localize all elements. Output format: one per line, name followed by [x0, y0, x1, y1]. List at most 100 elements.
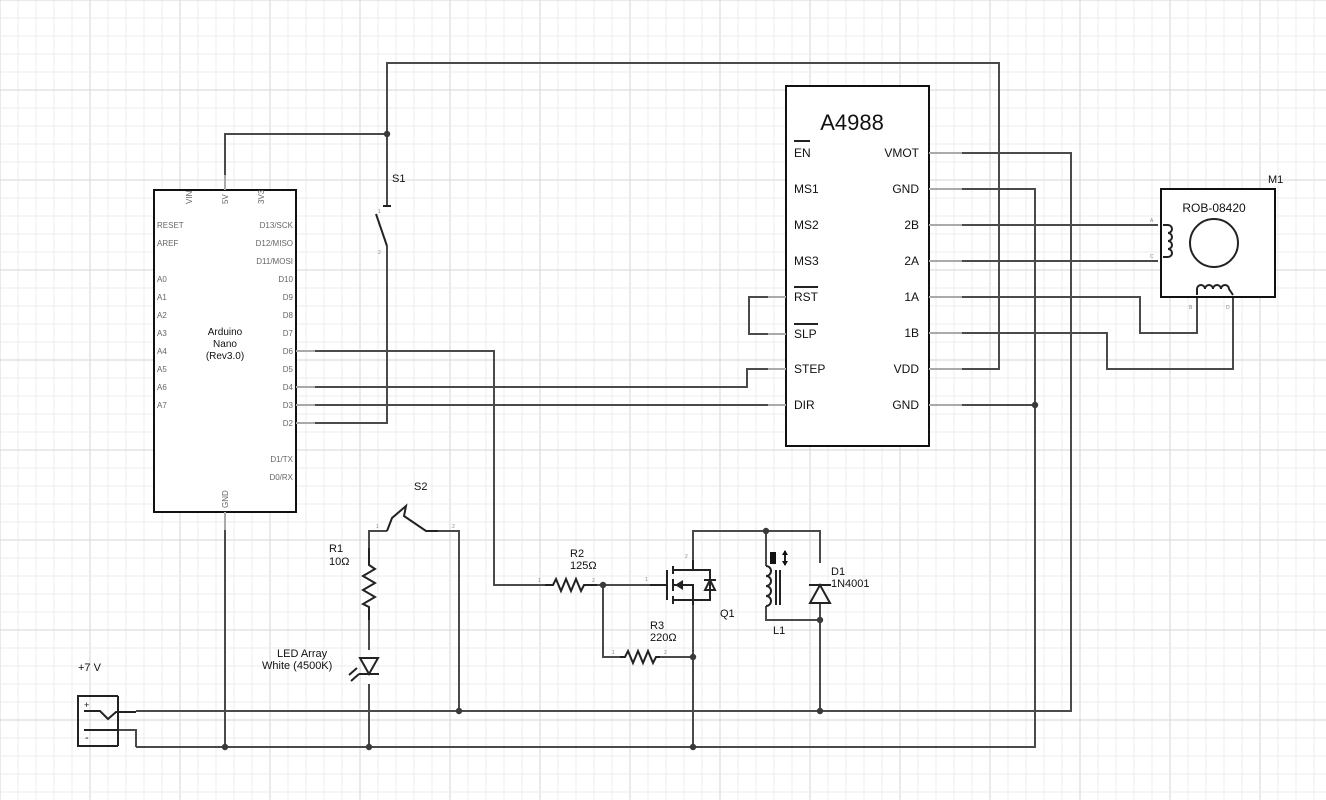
q1-arrow: [675, 580, 683, 590]
arduino-pin-a5: A5: [157, 365, 167, 374]
a4988-pin-1a-4: 1A: [904, 290, 919, 304]
arduino-pin-a3: A3: [157, 329, 167, 338]
r1-zigzag: [360, 548, 377, 620]
s1-lever: [375, 213, 388, 247]
wire-q1-drain: [692, 530, 821, 563]
motor-ref: M1: [1268, 174, 1283, 186]
led-label-1: LED Array: [277, 648, 328, 660]
a4988-pin-slp: SLP: [794, 327, 817, 341]
junction: [762, 527, 770, 535]
l1-plunger: [770, 552, 776, 564]
a4988-pin-1b-5: 1B: [904, 326, 919, 340]
q1-ref: Q1: [720, 608, 735, 620]
arduino-pin-a7: A7: [157, 401, 167, 410]
mosfet-q1: Q1 1 2: [645, 554, 735, 620]
wire-supply-gnd: [118, 729, 137, 747]
a4988-title: A4988: [820, 110, 884, 135]
arduino-pin-a6: A6: [157, 383, 167, 392]
a4988-pin-vdd-6: VDD: [894, 362, 920, 376]
solenoid-l1: L1: [765, 550, 788, 637]
led-label-2: White (4500K): [262, 660, 332, 672]
s2-pin-2: 2: [452, 524, 455, 530]
a4988-pin-2b-2: 2B: [904, 218, 919, 232]
r3-value: 220Ω: [650, 632, 677, 644]
s1-pin-2: 2: [378, 250, 381, 256]
junction: [365, 743, 373, 751]
a4988-pin-rst: RST: [794, 290, 819, 304]
l1-arrow-down: [782, 561, 788, 566]
wire-d4-step: [296, 368, 786, 388]
arduino-pin-d2: D2: [283, 419, 294, 428]
junction: [1031, 401, 1039, 409]
motor-pin-c: C: [1150, 254, 1154, 260]
a4988-pin-2a-3: 2A: [904, 254, 919, 268]
r3-zigzag: [620, 648, 660, 666]
arduino-pin-gnd: GND: [221, 490, 230, 508]
wire-s2-right: [438, 530, 460, 711]
junction: [689, 653, 697, 661]
r3-pin-1: 1: [612, 650, 615, 656]
r2-ref: R2: [570, 548, 584, 560]
wire-r3: [602, 585, 620, 658]
s2-pin-1: 1: [376, 524, 379, 530]
wire-1a: [928, 296, 1198, 334]
a4988-pin-en: EN: [794, 146, 811, 160]
arduino-pin-d3: D3: [283, 401, 294, 410]
supply-minus: -: [85, 732, 89, 744]
d1-triangle: [808, 582, 832, 604]
a4988-body: [785, 85, 930, 447]
junction: [455, 707, 463, 715]
arduino-pin-d8: D8: [283, 311, 294, 320]
junction: [689, 743, 697, 751]
supply-label: +7 V: [78, 662, 102, 674]
arduino-pin-a2: A2: [157, 311, 167, 320]
junction: [816, 616, 824, 624]
a4988-pin-gnd-7: GND: [892, 398, 919, 412]
arduino-pin-3v3: 3V3: [257, 189, 266, 204]
arduino-name-2: Nano: [213, 339, 237, 350]
motor-coil-horizontal: [1196, 284, 1234, 296]
junction: [599, 581, 607, 589]
arduino-pin-d6: D6: [283, 347, 294, 356]
led-arrow-2: [350, 673, 360, 682]
junction: [816, 707, 824, 715]
r3-ref: R3: [650, 620, 664, 632]
arduino-pin-d7: D7: [283, 329, 294, 338]
arduino-pin-a4: A4: [157, 347, 167, 356]
arduino-name-3: (Rev3.0): [206, 351, 244, 362]
motor-rotor: [1189, 218, 1239, 268]
r2-pin-1: 1: [538, 578, 541, 584]
stepper-motor: M1 ROB-08420 A C B D: [1150, 174, 1283, 311]
wire-1b: [928, 297, 1234, 370]
junctions: [221, 130, 1039, 751]
led-array: LED Array White (4500K): [262, 648, 380, 682]
a4988-pin-ms2: MS2: [794, 218, 819, 232]
supply-jack-outline: [77, 695, 118, 747]
wire-l1-bottom: [765, 606, 820, 621]
l1-coil: [765, 565, 772, 607]
arduino-pin-d1-tx: D1/TX: [270, 455, 293, 464]
arduino-name-1: Arduino: [208, 327, 243, 338]
supply-plus-contact: [84, 710, 136, 721]
a4988-pin-gnd-1: GND: [892, 182, 919, 196]
s1-ref: S1: [392, 173, 405, 185]
motor-pin-a: A: [1150, 218, 1154, 224]
a4988-pin-dir: DIR: [794, 398, 815, 412]
led-triangle: [358, 657, 380, 677]
a4988-pin-vmot-0: VMOT: [884, 146, 919, 160]
arduino-pin-d11-mosi: D11/MOSI: [256, 257, 293, 266]
s1-pin-1: 1: [378, 209, 381, 215]
a4988-pin-ms3: MS3: [794, 254, 819, 268]
arduino-pin-aref: AREF: [157, 239, 178, 248]
junction: [383, 130, 391, 138]
arduino-pin-d0-rx: D0/RX: [269, 473, 293, 482]
motor-pin-b: B: [1189, 305, 1193, 311]
s2-ref: S2: [414, 481, 427, 493]
arduino-pin-reset: RESET: [157, 221, 184, 230]
d1-value: 1N4001: [831, 578, 870, 590]
q1-body-diode: [703, 577, 717, 591]
switch-s1: S1 1 2: [375, 173, 405, 256]
r2-zigzag: [545, 576, 597, 594]
q1-body-diode-wire: [693, 569, 711, 601]
